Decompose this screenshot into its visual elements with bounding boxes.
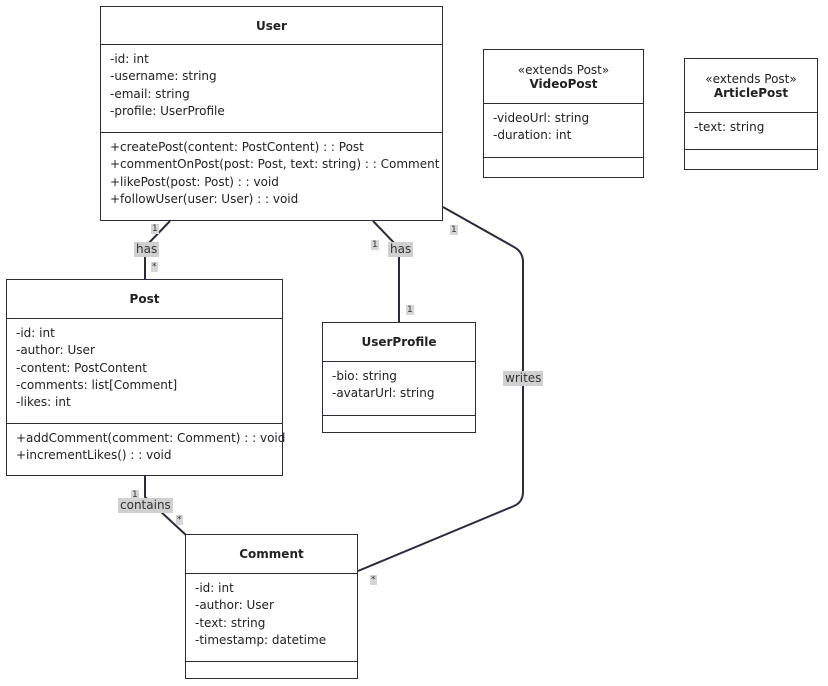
attribute: -content: PostContent [16,360,147,375]
class-name: UserProfile [361,335,437,349]
methods-section [323,416,475,428]
attribute: -author: User [195,598,274,613]
mult-user-comment-from: 1 [450,225,458,235]
method: +addComment(comment: Comment) : : void [16,431,286,445]
methods-section: +createPost(content: PostContent) : : Po… [101,133,442,214]
attribute: -text: string [694,120,765,134]
mult-user-userprofile-to: 1 [406,305,414,315]
method: +likePost(post: Post) : : void [110,174,279,189]
class-comment: Comment -id: int -author: User -text: st… [185,534,358,679]
method: +incrementLikes() : : void [16,448,172,463]
attribute: -id: int [16,326,55,340]
mult-user-post-to: * [151,262,158,272]
method: +followUser(user: User) : : void [110,191,299,206]
class-user: User -id: int -username: string -email: … [100,6,443,221]
attributes-section: -id: int -username: string -email: strin… [101,45,442,133]
attribute: -bio: string [332,369,397,383]
method: +createPost(content: PostContent) : : Po… [110,140,364,154]
class-post: Post -id: int -author: User -content: Po… [6,279,286,476]
mult-user-userprofile-from: 1 [371,240,379,250]
attribute: -email: string [110,86,190,101]
attributes-section: -id: int -author: User -text: string -ti… [186,574,357,662]
attribute: -id: int [195,581,234,595]
attribute: -comments: list[Comment] [16,377,178,392]
class-name: VideoPost [529,76,598,91]
mult-user-comment-to: * [370,575,377,585]
attributes-section: -id: int -author: User -content: PostCon… [7,319,282,424]
attributes-section: -text: string [685,113,817,150]
class-articlepost: «extends Post» ArticlePost -text: string [684,58,818,170]
label-user-comment: writes [503,371,544,386]
class-name: Comment [239,547,304,561]
methods-section [186,662,357,674]
attribute: -id: int [110,52,149,66]
method: +commentOnPost(post: Post, text: string)… [110,157,440,172]
edge-user-userprofile [372,220,400,322]
edge-post-comment [144,476,188,537]
attribute: -author: User [16,343,95,358]
methods-section: +addComment(comment: Comment) : : void +… [7,424,286,471]
class-name: User [256,18,287,33]
class-videopost: «extends Post» VideoPost -videoUrl: stri… [483,49,644,178]
attribute: -timestamp: datetime [195,632,327,647]
label-post-comment: contains [118,498,173,513]
class-name: Post [129,292,160,306]
attribute: -duration: int [493,128,572,143]
mult-post-comment-to: * [176,515,183,525]
mult-post-comment-from: 1 [131,490,139,500]
attribute: -text: string [195,615,266,630]
mult-user-post-from: 1 [151,224,159,234]
label-user-post: has [134,242,160,257]
class-userprofile: UserProfile -bio: string -avatarUrl: str… [322,322,476,433]
class-name: ArticlePost [713,85,789,100]
attribute: -likes: int [16,395,71,410]
methods-section [484,158,643,170]
label-user-userprofile: has [388,242,414,257]
attribute: -videoUrl: string [493,111,590,125]
attributes-section: -videoUrl: string -duration: int [484,104,643,158]
attribute: -avatarUrl: string [332,386,435,401]
methods-section [685,150,817,162]
stereotype: «extends Post» [705,71,797,86]
attributes-section: -bio: string -avatarUrl: string [323,362,475,416]
attribute: -username: string [110,69,217,84]
attribute: -profile: UserProfile [110,103,225,118]
stereotype: «extends Post» [517,62,610,77]
